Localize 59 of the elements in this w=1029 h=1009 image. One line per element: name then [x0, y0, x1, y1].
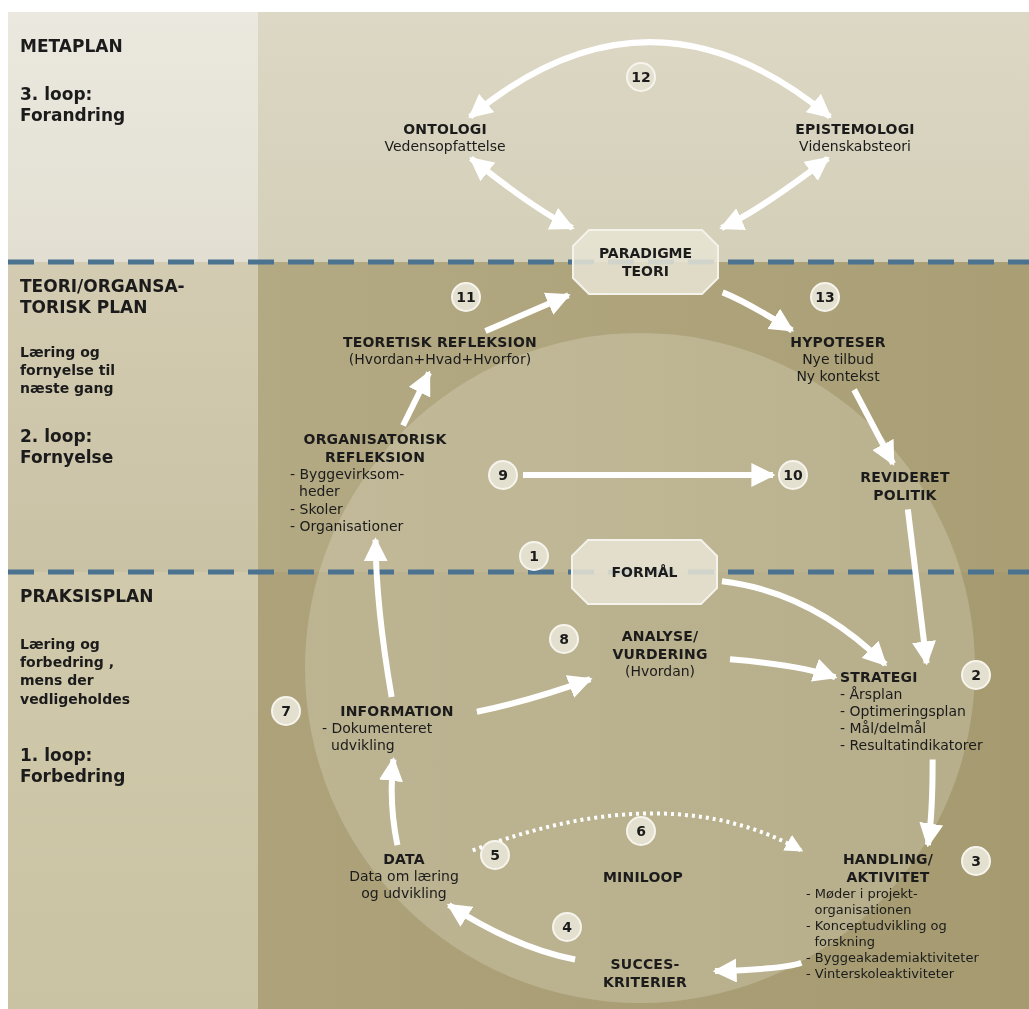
node-title: ANALYSE/ VURDERING — [611, 627, 709, 664]
arrow — [719, 155, 830, 231]
arrow — [469, 156, 575, 231]
node-title: DATA — [383, 850, 425, 869]
arrow — [484, 292, 571, 334]
list-item: - Dokumenteret udvikling — [322, 720, 434, 755]
arrow — [721, 289, 795, 333]
node-title: ORGANISATORISK REFLEKSION — [302, 430, 448, 467]
node-title: HANDLING/ AKTIVITET — [841, 850, 935, 887]
arrow — [468, 39, 832, 120]
list-item: - Mål/delmål — [840, 720, 927, 738]
plane-label: 1. loop: Forbedring — [20, 745, 127, 788]
arrow — [476, 675, 593, 715]
list-item: - Årsplan — [840, 686, 903, 704]
arrow — [721, 578, 888, 667]
node-title: TEORETISK REFLEKSION — [342, 333, 538, 352]
arrow — [363, 537, 395, 698]
node-title: INFORMATION — [340, 702, 454, 721]
node-text: Data om læring og udvikling — [348, 868, 460, 903]
node-title: ONTOLOGI — [403, 120, 487, 139]
list-item: - Skoler — [290, 500, 344, 518]
arrow — [446, 902, 576, 963]
list-item: - Møder i projekt- organisationen — [806, 886, 919, 919]
arrow — [851, 388, 896, 466]
arrow — [523, 463, 776, 487]
plane-label: Læring og forbedring , mens der vedligeholdes — [20, 635, 131, 708]
arrow — [379, 756, 404, 846]
plane-label: PRAKSISPLAN — [20, 586, 155, 608]
node-text: Nye tilbud Ny kontekst — [795, 351, 881, 386]
node-title: SUCCES- KRITERIER — [601, 955, 689, 992]
node-text: (Hvordan) — [624, 663, 696, 681]
arrow — [472, 811, 804, 853]
node-title: REVIDERET POLITIK — [859, 468, 951, 505]
arrow — [919, 759, 943, 848]
list-item: - Vinterskoleaktiviteter — [806, 965, 956, 982]
list-item: - Konceptudvikling og forskning — [806, 918, 948, 950]
arrow — [729, 656, 838, 682]
list-item: - Byggevirksom- heder — [290, 466, 406, 501]
arrow — [712, 958, 803, 983]
node-title: STRATEGI — [840, 668, 918, 686]
node-text: Vedensopfattelse — [384, 138, 506, 156]
plane-label: Læring og fornyelse til næste gang — [20, 343, 116, 398]
arrow — [904, 508, 936, 666]
octagon-box: PARADIGME TEORI — [573, 230, 718, 294]
plane-label: METAPLAN — [20, 36, 124, 58]
arrow — [400, 370, 432, 427]
plane-label: TEORI/ORGANSA- TORISK PLAN — [20, 276, 186, 319]
plane-label: 3. loop: Forandring — [20, 84, 127, 127]
node-title: HYPOTESER — [790, 333, 886, 352]
list-item: - Resultatindikatorer — [840, 737, 983, 755]
octagon-box: FORMÅL — [572, 540, 717, 604]
node-text: (Hvordan+Hvad+Hvorfor) — [348, 351, 532, 369]
node-text: Videnskabsteori — [799, 138, 911, 156]
plane-label: 2. loop: Fornyelse — [20, 426, 115, 469]
list-item: - Byggeakademiaktiviteter — [806, 949, 980, 966]
list-item: - Optimeringsplan — [840, 703, 966, 721]
list-item: - Organisationer — [290, 517, 405, 535]
node-title: EPISTEMOLOGI — [795, 120, 915, 139]
node-title: MINILOOP — [602, 868, 684, 887]
